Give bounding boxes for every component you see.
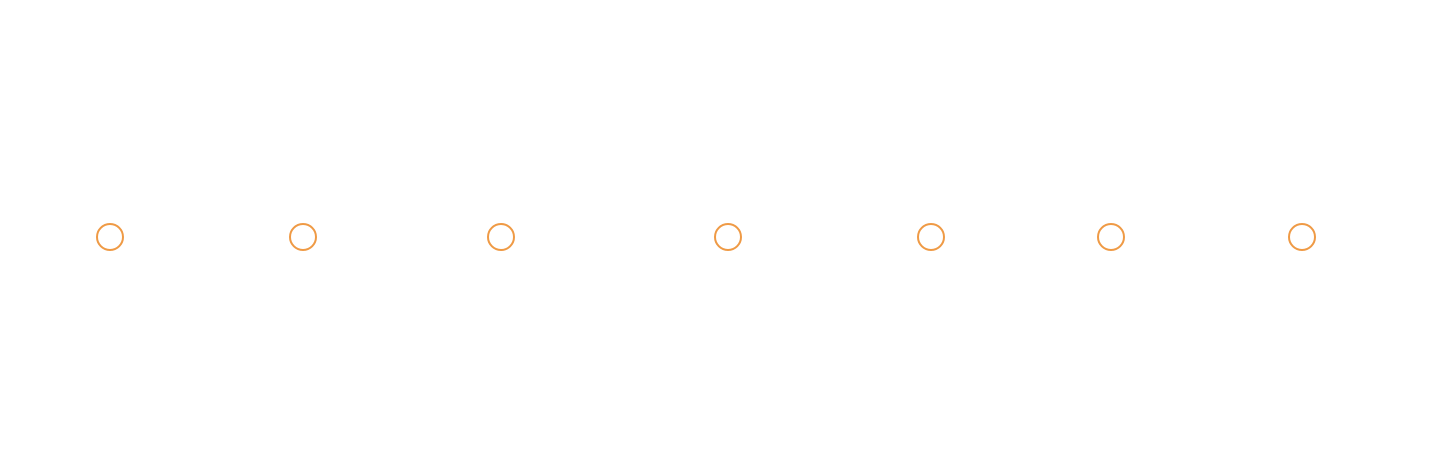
ring-icon-6 <box>1097 223 1125 251</box>
ring-icon-3 <box>487 223 515 251</box>
ring-icon-1 <box>96 223 124 251</box>
ring-icon-2 <box>289 223 317 251</box>
ring-icon-7 <box>1288 223 1316 251</box>
ring-icon-5 <box>917 223 945 251</box>
ring-icon-4 <box>714 223 742 251</box>
